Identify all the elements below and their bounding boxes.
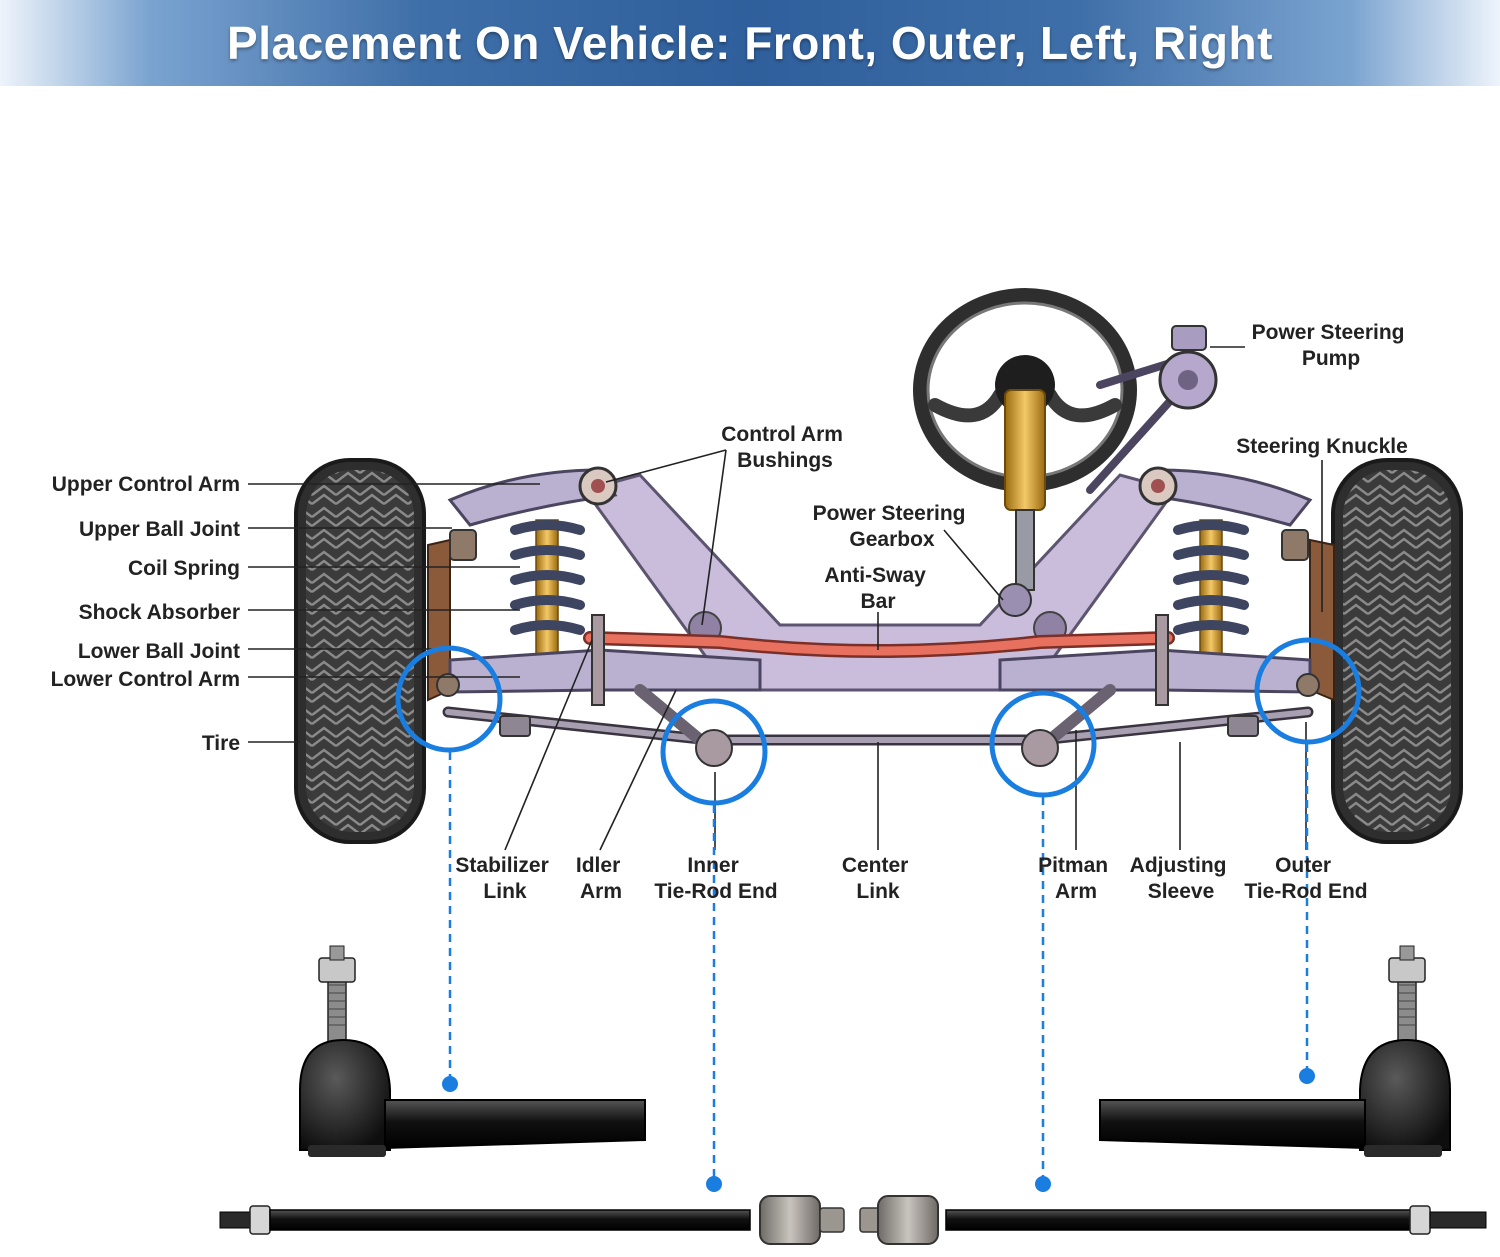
left-inner-highlight — [660, 698, 768, 806]
left-outer-highlight — [395, 645, 503, 753]
label-lower-ball-joint: Lower Ball Joint — [78, 640, 240, 663]
label-idler-arm: Idler Arm — [576, 854, 626, 903]
label-lower-control-arm: Lower Control Arm — [51, 668, 240, 691]
label-stabilizer-link: Stabilizer Link — [455, 854, 554, 903]
right-upper-ball-joint — [1281, 529, 1309, 561]
left-tire — [294, 458, 426, 844]
label-upper-control-arm: Upper Control Arm — [52, 473, 240, 496]
label-steering-knuckle: Steering Knuckle — [1236, 435, 1408, 458]
label-inner-tie-rod-end: Inner Tie-Rod End — [654, 854, 777, 903]
right-inner-tie-rod-product — [859, 1195, 1487, 1245]
left-upper-control-arm — [447, 466, 618, 527]
right-outer-tie-rod-end-product — [1099, 945, 1451, 1157]
label-pitman-arm: Pitman Arm — [1038, 854, 1114, 903]
right-coil-spring — [1173, 520, 1249, 635]
power-steering-gearbox — [998, 583, 1032, 617]
left-coil-spring — [510, 520, 585, 635]
connector-dots — [442, 1068, 1315, 1192]
right-stabilizer-link — [1155, 614, 1169, 706]
steering-wheel — [913, 288, 1137, 617]
right-lower-ball-joint — [1296, 673, 1320, 697]
left-outer-tie-rod-end-product — [299, 945, 646, 1157]
steering-linkage — [442, 684, 1314, 767]
left-upper-ball-joint — [449, 529, 477, 561]
label-upper-ball-joint: Upper Ball Joint — [79, 518, 240, 541]
label-anti-sway-bar: Anti-Sway Bar — [824, 564, 931, 613]
right-shock-absorber — [1199, 519, 1223, 656]
page-title: Placement On Vehicle: Front, Outer, Left… — [227, 17, 1273, 69]
label-center-link: Center Link — [842, 854, 914, 903]
right-inner-highlight — [989, 690, 1097, 798]
label-power-steering-pump: Power Steering Pump — [1252, 321, 1411, 370]
label-tire: Tire — [202, 732, 240, 755]
left-shock-absorber — [535, 519, 559, 656]
label-outer-tie-rod-end: Outer Tie-Rod End — [1244, 854, 1367, 903]
left-lower-ball-joint — [436, 673, 460, 697]
label-shock-absorber: Shock Absorber — [79, 601, 240, 624]
dashed-connectors — [448, 744, 1309, 1180]
highlight-circles — [395, 637, 1362, 806]
right-upper-control-arm — [1138, 466, 1313, 527]
label-adjusting-sleeve: Adjusting Sleeve — [1130, 854, 1233, 903]
label-coil-spring: Coil Spring — [128, 557, 240, 580]
power-steering-pump — [1086, 325, 1218, 494]
right-tire — [1331, 458, 1463, 844]
labels: Upper Control Arm Upper Ball Joint Coil … — [51, 321, 1411, 903]
left-stabilizer-link — [591, 614, 605, 706]
leader-lines — [248, 346, 1323, 851]
right-outer-highlight — [1254, 637, 1362, 745]
label-control-arm-bushings: Control Arm Bushings — [721, 423, 849, 472]
left-inner-tie-rod-product — [219, 1195, 845, 1245]
header-banner: Placement On Vehicle: Front, Outer, Left… — [0, 0, 1500, 86]
label-power-steering-gearbox: Power Steering Gearbox — [813, 502, 972, 551]
